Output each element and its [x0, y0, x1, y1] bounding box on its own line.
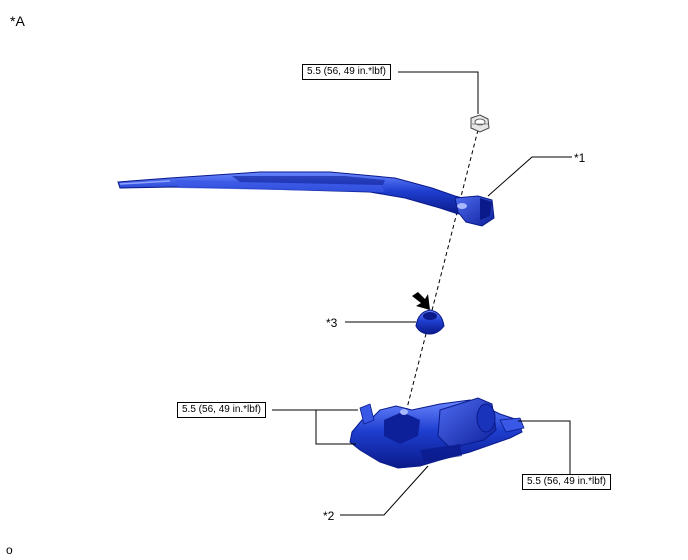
callout-1: *1 [574, 151, 586, 165]
torque-spec-nut: 5.5 (56, 49 in.*lbf) [302, 64, 391, 80]
torque-spec-motor-right: 5.5 (56, 49 in.*lbf) [522, 474, 611, 490]
callout-2: *2 [323, 509, 335, 523]
wiper-cap [415, 309, 445, 335]
assembly-axis [403, 129, 479, 421]
leader-lines [272, 71, 572, 516]
callout-3: *3 [326, 316, 338, 330]
wiper-motor [349, 397, 525, 469]
nut [470, 114, 490, 133]
footer-mark: o [6, 543, 13, 557]
indicator-arrow [412, 292, 430, 310]
torque-spec-motor-left: 5.5 (56, 49 in.*lbf) [177, 402, 266, 418]
wiper-arm [117, 171, 495, 227]
view-label: *A [10, 13, 25, 29]
